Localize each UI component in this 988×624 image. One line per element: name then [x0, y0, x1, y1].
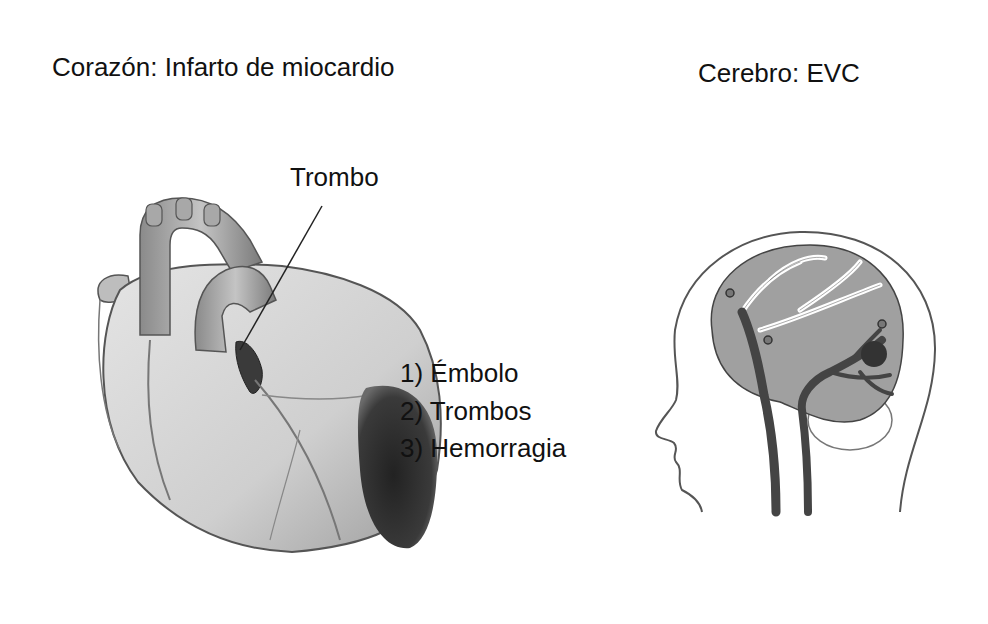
label-holder: 2) Trombos [400, 396, 532, 426]
leader-line [240, 206, 322, 350]
label-holder: 1) Émbolo [400, 358, 519, 388]
label-holder: Cerebro: EVC [698, 58, 860, 88]
label-holder: Trombo [290, 162, 379, 192]
list-item: 1) Émbolo [400, 358, 519, 388]
label-holder: Corazón: Infarto de miocardio [52, 52, 395, 82]
label-holder: 3) Hemorragia [400, 433, 566, 463]
list-item: 2) Trombos [400, 396, 532, 426]
callout-label: Trombo [290, 162, 379, 192]
heading: Cerebro: EVC [698, 58, 860, 88]
heart-drawing [98, 198, 441, 552]
heading: Corazón: Infarto de miocardio [52, 52, 395, 82]
brain-drawing [656, 232, 935, 512]
list-item: 3) Hemorragia [400, 433, 566, 463]
